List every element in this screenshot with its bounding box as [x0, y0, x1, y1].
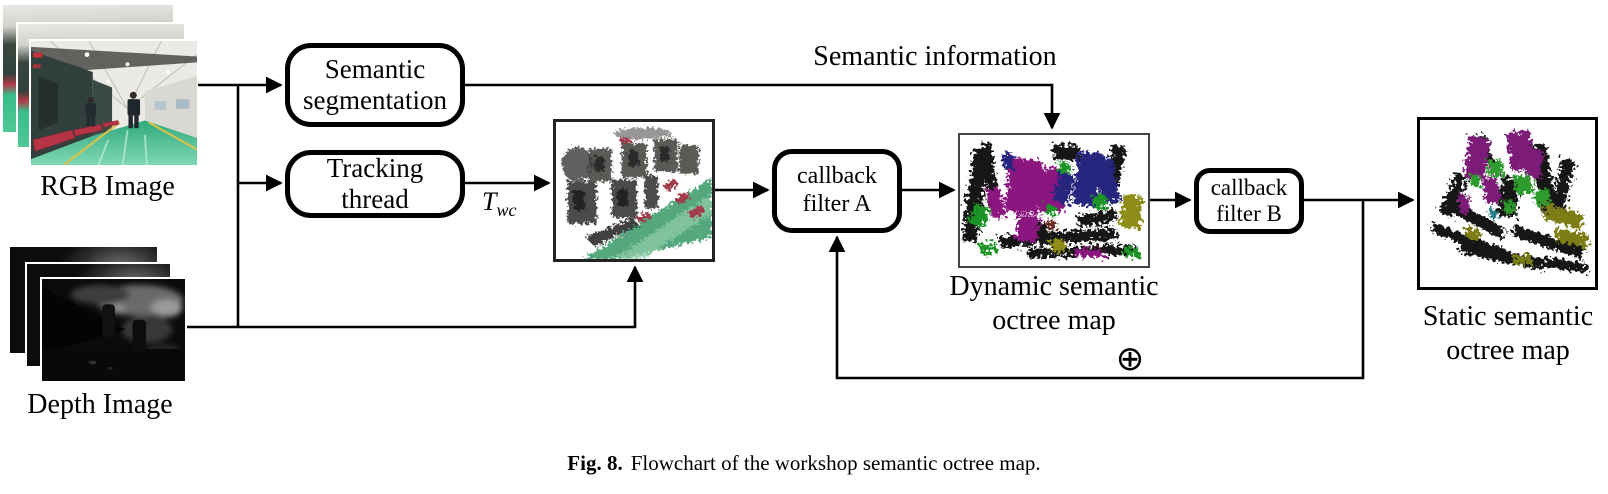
figure-caption: Fig. 8. Flowchart of the workshop semanti… — [0, 451, 1608, 477]
workshop-photo-illustration — [31, 41, 197, 165]
pose-symbol: T — [482, 187, 497, 216]
tracking-thread-box: Tracking thread — [285, 150, 465, 218]
caption-prefix: Fig. 8. — [567, 451, 623, 475]
rgb-photo-front — [29, 39, 199, 167]
dynamic-octree-map-image — [958, 133, 1150, 268]
pose-subscript: wc — [496, 200, 517, 221]
rgb-image-label: RGB Image — [40, 171, 175, 202]
static-octree-map-image — [1417, 117, 1598, 290]
callback-filter-b-box: callback filter B — [1194, 168, 1304, 234]
tracking-thread-label: Tracking thread — [326, 152, 424, 214]
merge-operator-icon: ⊕ — [1115, 339, 1145, 379]
callback-filter-b-label: callback filter B — [1210, 174, 1288, 226]
pose-transform-label: Twc — [482, 186, 516, 222]
workshop-pointcloud-image — [553, 119, 715, 262]
depth-image-label: Depth Image — [27, 389, 173, 420]
callback-filter-a-label: callback filter A — [797, 163, 877, 217]
callback-filter-a-box: callback filter A — [772, 149, 902, 233]
caption-text: Flowchart of the workshop semantic octre… — [630, 451, 1041, 475]
dynamic-octree-map-label: Dynamic semantic octree map — [949, 271, 1159, 337]
depth-photo-front — [40, 277, 187, 383]
semantic-segmentation-label: Semantic segmentation — [303, 53, 447, 115]
static-octree-map-label: Static semantic octree map — [1422, 301, 1594, 367]
semantic-information-label: Semantic information — [813, 41, 1057, 72]
semantic-segmentation-box: Semantic segmentation — [285, 43, 465, 127]
depth-map-illustration — [42, 279, 185, 381]
